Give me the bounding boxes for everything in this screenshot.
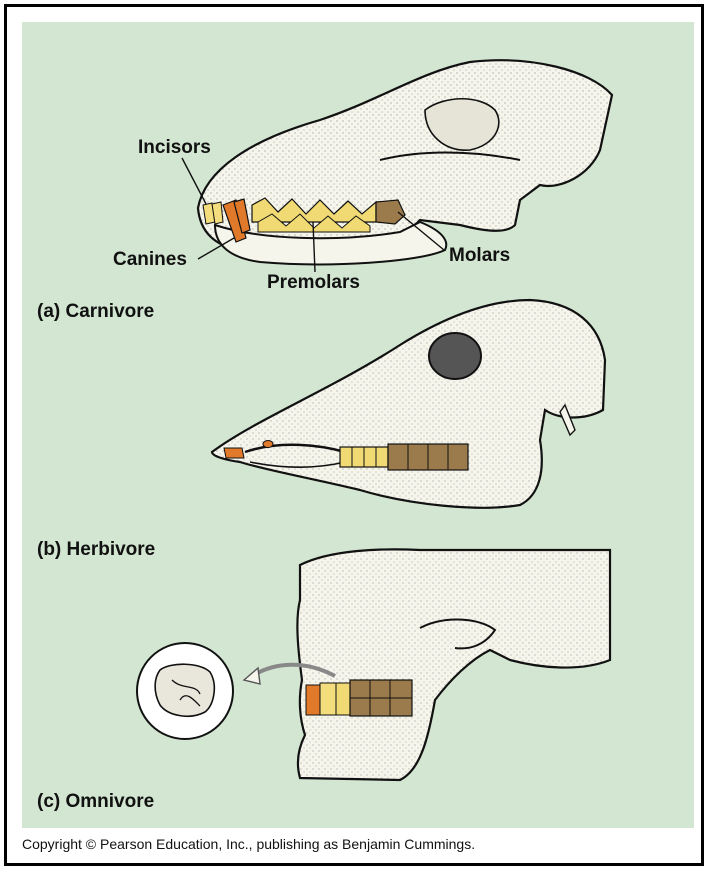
herbivore-skull (210, 298, 607, 509)
caption-carnivore: (a) Carnivore (37, 301, 155, 322)
label-incisors: Incisors (138, 137, 211, 158)
molar-detail-inset (136, 642, 234, 740)
omnivore-skull (242, 548, 612, 782)
caption-herbivore: (b) Herbivore (37, 539, 156, 560)
label-molars: Molars (449, 245, 511, 266)
label-canines: Canines (113, 249, 187, 270)
label-premolars: Premolars (267, 272, 360, 293)
copyright-notice: Copyright © Pearson Education, Inc., pub… (22, 836, 476, 852)
caption-omnivore: (c) Omnivore (37, 791, 155, 812)
carnivore-skull (181, 59, 614, 273)
